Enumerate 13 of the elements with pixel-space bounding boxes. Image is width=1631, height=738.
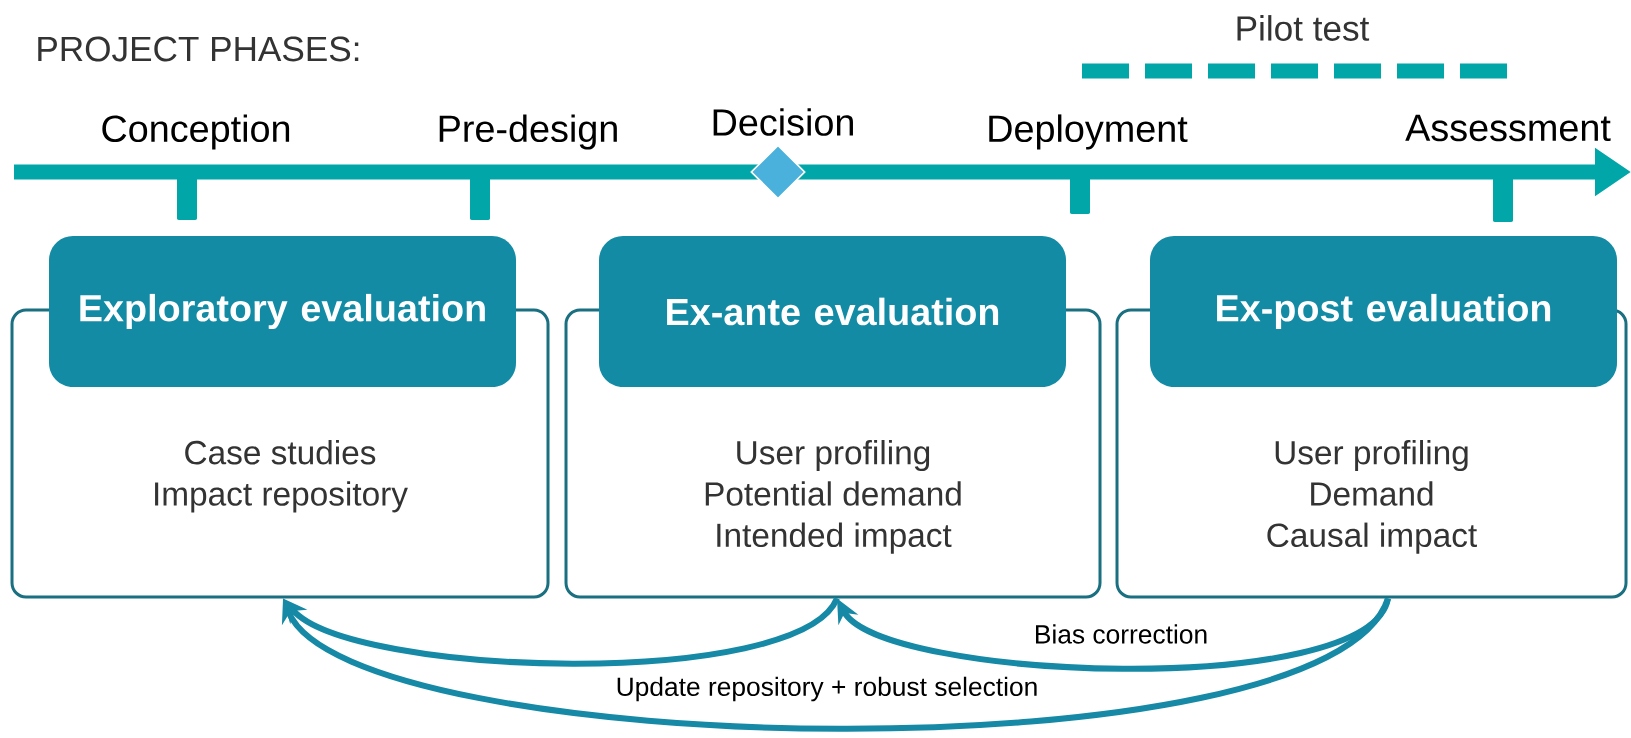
edge-label: Update repository + robust selection (613, 674, 1041, 704)
header-box: Exploratory evaluation (49, 236, 516, 387)
phase-label: Pre-design (439, 114, 617, 150)
phase-label: Assessment (1405, 114, 1611, 142)
edge-label: Bias correction (1032, 622, 1210, 646)
pilot-label: Pilot test (1237, 15, 1370, 41)
phase-label: Conception (102, 114, 290, 150)
section-heading: PROJECT PHASES: (38, 36, 359, 62)
header-box: Ex-ante evaluation (599, 236, 1066, 387)
header-box: Ex-post evaluation (1150, 236, 1617, 387)
phase-label: Decision (713, 108, 853, 136)
phase-label: Deployment (989, 114, 1188, 150)
curved-arrow (281, 596, 1391, 732)
